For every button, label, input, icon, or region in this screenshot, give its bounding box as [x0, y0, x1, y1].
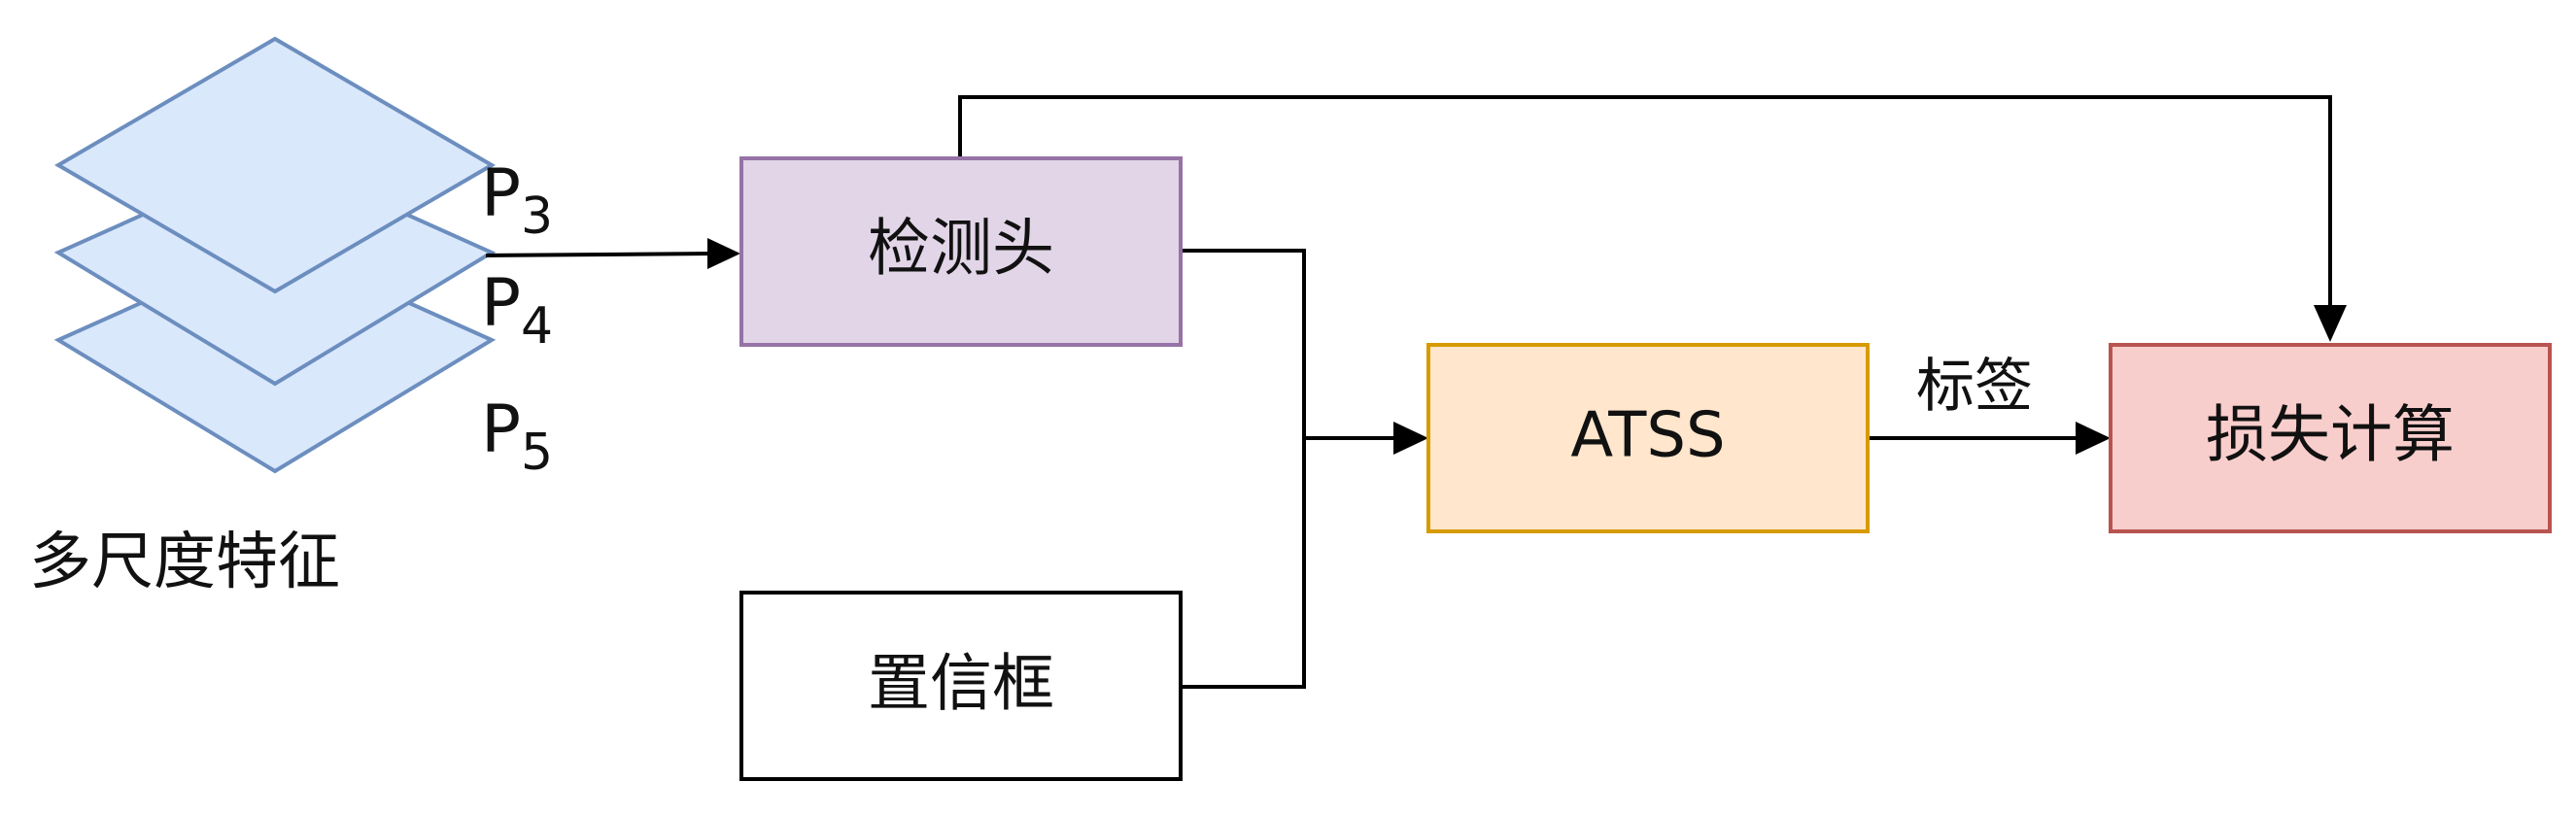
- node-atss[interactable]: ATSS: [1426, 343, 1870, 533]
- node-atss-label: ATSS: [1570, 400, 1725, 472]
- node-confidence-box[interactable]: 置信框: [739, 591, 1183, 781]
- arrowhead-stack-to-head: [707, 238, 740, 269]
- feature-stack-caption: 多尺度特征: [29, 527, 340, 598]
- arrowhead-to-atss: [1393, 422, 1428, 455]
- plane-label-p3: P3: [481, 155, 553, 246]
- node-atss-box: [1426, 343, 1870, 533]
- edge-head-to-loss: [958, 95, 2332, 309]
- edge-confidence-to-atss: [1181, 438, 1306, 689]
- node-loss[interactable]: 损失计算: [2109, 343, 2552, 533]
- feature-plane-p3: [54, 36, 496, 294]
- node-detect-head[interactable]: 检测头: [739, 156, 1183, 347]
- plane-label-p4: P4: [481, 265, 553, 356]
- node-confidence-box-label: 置信框: [868, 649, 1054, 721]
- node-detect-head-box: [739, 156, 1183, 347]
- edge-stack-to-head: [485, 252, 715, 257]
- edge-label-atss-to-loss: 标签: [1916, 353, 2033, 421]
- node-loss-label: 损失计算: [2206, 400, 2455, 472]
- node-confidence-box-box: [739, 591, 1183, 781]
- node-detect-head-label: 检测头: [868, 214, 1054, 286]
- edge-head-to-atss: [1181, 249, 1397, 440]
- feature-stack: [53, 36, 497, 474]
- arrowhead-head-to-loss: [2314, 305, 2347, 342]
- edges: [485, 95, 2347, 689]
- plane-label-p5: P5: [481, 391, 553, 482]
- arrowhead-atss-to-loss: [2076, 422, 2111, 455]
- node-loss-box: [2109, 343, 2552, 533]
